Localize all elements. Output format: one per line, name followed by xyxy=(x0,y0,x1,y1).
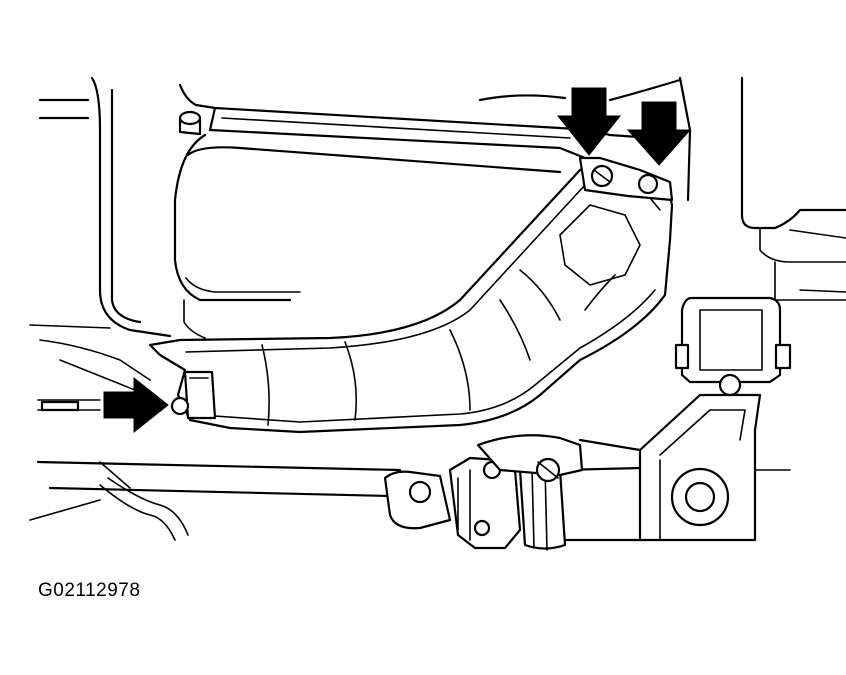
shield-bracket-left xyxy=(170,370,217,420)
crossmember xyxy=(36,438,642,542)
body-structure-right xyxy=(678,76,846,301)
drive-shaft xyxy=(383,434,584,551)
hose-line xyxy=(29,477,189,541)
arrow-icon xyxy=(103,376,169,434)
figure-id-label: G02112978 xyxy=(38,580,141,601)
transmission-mount xyxy=(638,296,792,542)
arrow-icon xyxy=(626,101,692,166)
stud-top-left xyxy=(178,110,202,136)
arrow-icon xyxy=(556,87,622,156)
shield-bracket-right xyxy=(578,156,674,202)
body-structure-left xyxy=(29,76,172,412)
heat-shield xyxy=(148,163,674,434)
